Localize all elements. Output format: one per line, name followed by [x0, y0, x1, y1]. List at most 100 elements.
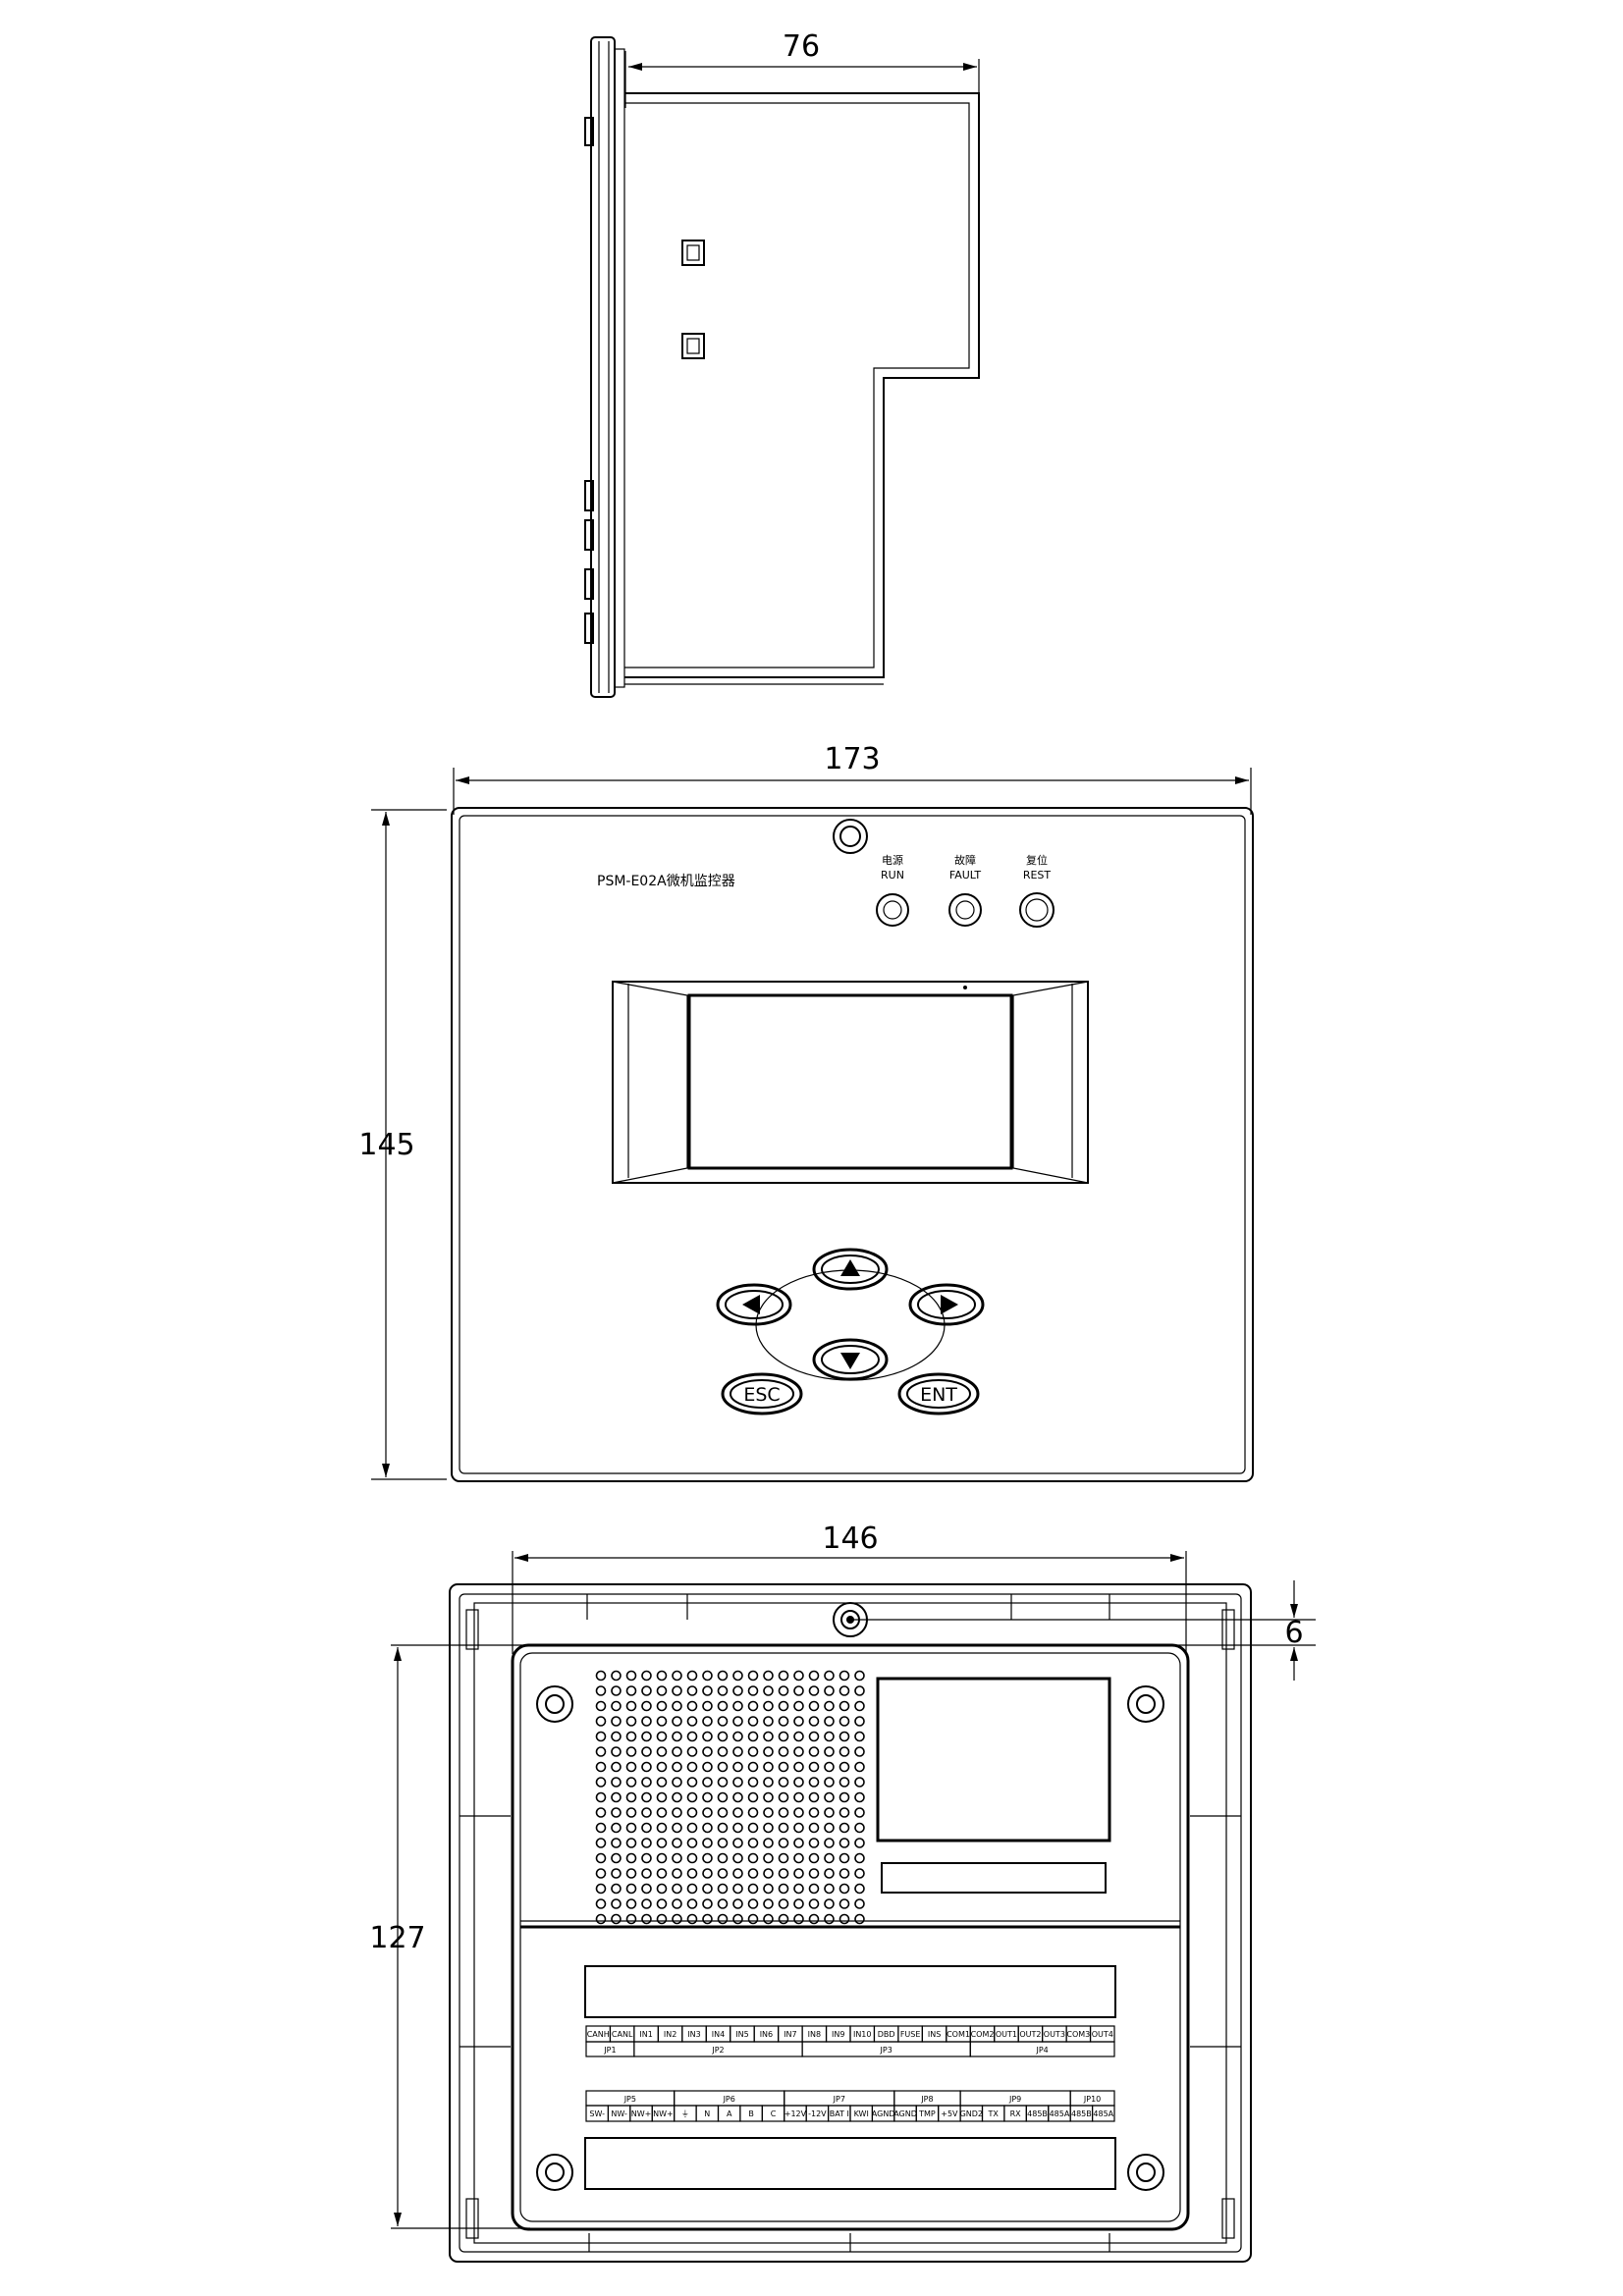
terminal-label: 485B [1027, 2109, 1048, 2118]
vent-hole [625, 1746, 637, 1757]
vent-hole [793, 1761, 804, 1773]
vent-hole [808, 1700, 820, 1712]
vent-hole [763, 1807, 774, 1818]
vent-hole [747, 1822, 759, 1834]
vent-hole [717, 1731, 729, 1742]
terminal-group-label: JP4 [1035, 2046, 1048, 2055]
vent-hole [641, 1761, 652, 1773]
vent-hole [824, 1807, 835, 1818]
vent-hole [778, 1791, 789, 1803]
side-width-dim: 76 [783, 29, 820, 64]
vent-hole [625, 1868, 637, 1879]
vent-hole [595, 1852, 607, 1864]
vent-hole [672, 1777, 682, 1788]
vent-hole [747, 1716, 759, 1727]
terminal-label: B [748, 2109, 754, 2118]
vent-hole [672, 1761, 682, 1773]
left-button[interactable] [716, 1283, 792, 1326]
vent-hole [793, 1898, 804, 1909]
vent-hole [854, 1822, 865, 1834]
ent-button-label: ENT [920, 1384, 957, 1406]
vent-hole [839, 1868, 850, 1879]
vent-hole [625, 1761, 637, 1773]
vent-hole [747, 1685, 759, 1696]
vent-hole [854, 1685, 865, 1696]
mount-hole-bl [536, 2154, 573, 2191]
right-button[interactable] [908, 1283, 985, 1326]
vent-hole [732, 1913, 743, 1925]
vent-hole [595, 1791, 607, 1803]
vent-hole [793, 1700, 804, 1712]
vent-hole [595, 1838, 607, 1848]
vent-hole [824, 1913, 835, 1925]
vent-hole [839, 1852, 850, 1864]
vent-hole [732, 1868, 743, 1879]
vent-hole [808, 1791, 820, 1803]
vent-hole [824, 1868, 835, 1879]
vent-hole [763, 1822, 774, 1834]
vent-hole [824, 1716, 835, 1727]
vent-hole [641, 1685, 652, 1696]
vent-hole [641, 1868, 652, 1879]
vent-hole [778, 1700, 789, 1712]
vent-hole [611, 1913, 622, 1925]
terminal-label: 485B [1071, 2109, 1092, 2118]
terminal-label: OUT3 [1044, 2030, 1065, 2039]
rear-view: 146 6 127 [369, 1522, 1316, 2263]
terminal-group-label: JP9 [1008, 2095, 1021, 2104]
esc-button[interactable]: ESC [721, 1372, 803, 1415]
vent-hole [595, 1700, 607, 1712]
vent-hole [625, 1670, 637, 1682]
indicator-rest: 复位 REST [1019, 853, 1055, 928]
vent-hole [686, 1913, 698, 1925]
vent-hole [839, 1685, 850, 1696]
vent-hole [717, 1883, 729, 1895]
vent-hole [778, 1746, 789, 1757]
terminal-label: NW+ [631, 2109, 652, 2118]
vent-hole [854, 1868, 865, 1879]
vent-hole [778, 1913, 789, 1925]
vent-hole [641, 1731, 652, 1742]
vent-hole [672, 1731, 682, 1742]
vent-hole [625, 1685, 637, 1696]
down-button[interactable] [812, 1338, 889, 1381]
vent-hole [763, 1898, 774, 1909]
vent-hole [702, 1898, 713, 1909]
vent-hole [625, 1898, 637, 1909]
vent-hole [625, 1838, 637, 1848]
vent-hole [686, 1731, 698, 1742]
terminal-group-label: JP10 [1083, 2095, 1101, 2104]
vent-hole [808, 1883, 820, 1895]
vent-hole [808, 1670, 820, 1682]
vent-hole [763, 1852, 774, 1864]
vent-hole [672, 1685, 682, 1696]
vent-hole [732, 1838, 743, 1848]
vent-hole [793, 1685, 804, 1696]
vent-hole [717, 1700, 729, 1712]
vent-hole [656, 1716, 668, 1727]
vent-hole [778, 1852, 789, 1864]
vent-hole [672, 1883, 682, 1895]
vent-hole [778, 1761, 789, 1773]
vent-hole [611, 1685, 622, 1696]
vent-hole [686, 1852, 698, 1864]
vent-hole [717, 1777, 729, 1788]
terminal-label: CANL [612, 2030, 633, 2039]
vent-hole [854, 1852, 865, 1864]
vent-hole [824, 1822, 835, 1834]
ent-button[interactable]: ENT [897, 1372, 980, 1415]
vent-hole [778, 1731, 789, 1742]
up-button[interactable] [812, 1248, 889, 1291]
vent-hole [747, 1777, 759, 1788]
terminal-label: COM1 [947, 2030, 970, 2039]
vent-hole [763, 1716, 774, 1727]
rear-height-dim: 127 [369, 1921, 425, 1955]
indicator-fault-en: FAULT [949, 869, 982, 881]
vent-hole [641, 1838, 652, 1848]
vent-hole [839, 1883, 850, 1895]
vent-hole [611, 1868, 622, 1879]
vent-hole [808, 1777, 820, 1788]
vent-hole [808, 1822, 820, 1834]
vent-hole [793, 1716, 804, 1727]
